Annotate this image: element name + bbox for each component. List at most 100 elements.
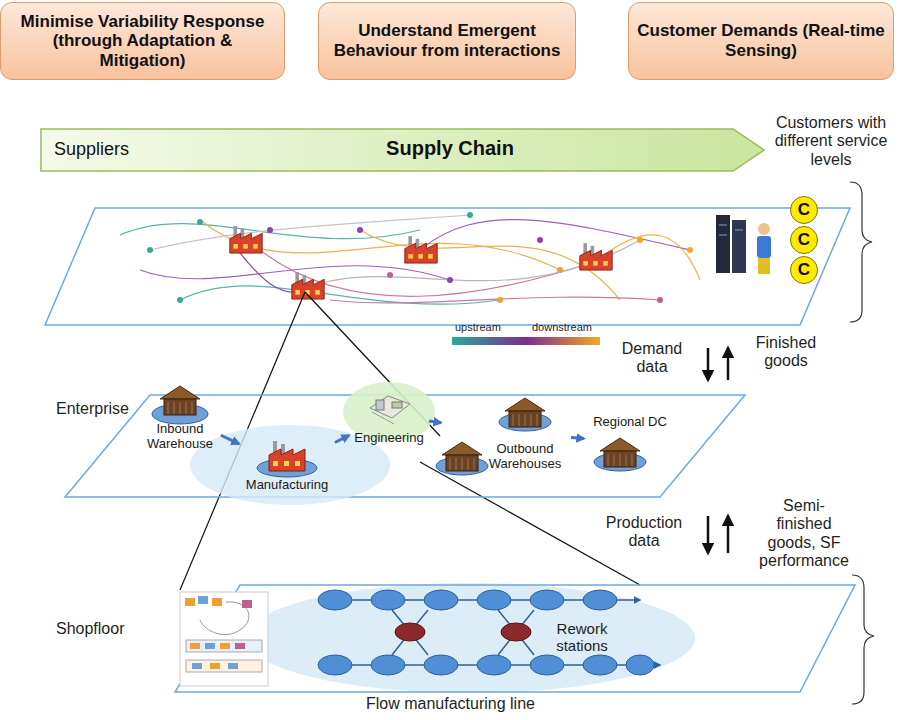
illustration-shape	[392, 402, 402, 408]
illustration-shape	[583, 655, 617, 675]
illustration-shape	[732, 220, 746, 273]
illustration-shape	[150, 215, 470, 250]
node-text: C	[798, 230, 810, 250]
illustration-shape	[757, 236, 771, 258]
illustration-shape	[177, 297, 183, 303]
goal-box: Minimise Variability Response (through A…	[0, 2, 285, 80]
customer-circle: C	[790, 226, 818, 254]
illustration-shape	[200, 602, 249, 635]
illustration-shape	[220, 643, 230, 649]
gradient-label: downstream	[532, 321, 592, 334]
illustration-shape	[205, 643, 215, 649]
illustration-shape	[537, 237, 543, 243]
supply-chain-plane	[45, 208, 850, 345]
node-text: Inbound Warehouse	[140, 422, 220, 452]
goal-box: Customer Demands (Real-time Sensing)	[628, 2, 894, 80]
illustration-shape	[637, 237, 643, 243]
illustration-shape	[405, 236, 437, 263]
illustration-shape	[120, 215, 700, 304]
illustration-shape	[424, 655, 458, 675]
illustration-shape	[197, 219, 203, 225]
illustration-shape	[186, 640, 262, 652]
illustration-shape	[727, 516, 730, 553]
site-node: Manufacturing	[240, 440, 334, 493]
layer-name: Enterprise	[56, 400, 129, 418]
illustration-shape	[371, 590, 405, 610]
flow-label: Demand data	[608, 340, 696, 377]
illustration-shape	[185, 598, 195, 606]
flow-label: Production data	[596, 514, 692, 551]
illustration-shape	[707, 516, 710, 553]
illustration-shape	[45, 208, 850, 325]
illustration-shape	[395, 623, 425, 641]
arrow-shape	[41, 129, 764, 171]
illustration-shape	[140, 266, 450, 280]
illustration-shape	[269, 441, 305, 471]
illustration-shape	[200, 220, 560, 270]
illustration-shape	[245, 583, 695, 693]
node-text: Engineering	[350, 431, 428, 446]
goal-box: Understand Emergent Behaviour from inter…	[318, 2, 576, 80]
node-text: C	[798, 200, 810, 220]
node-text: Manufacturing	[240, 478, 334, 493]
illustration-shape	[758, 258, 770, 274]
illustration-shape	[477, 590, 511, 610]
part-label: Flow manufacturing line	[366, 695, 535, 713]
illustration-shape	[230, 226, 262, 253]
illustration-shape	[530, 655, 564, 675]
illustration-shape	[235, 643, 245, 649]
illustration-shape	[477, 655, 511, 675]
zoom-lines	[180, 292, 640, 590]
illustration-shape	[242, 600, 252, 608]
illustration-shape	[376, 400, 384, 410]
illustration-shape	[387, 272, 393, 278]
illustration-shape	[501, 623, 531, 641]
enterprise-plane	[65, 382, 745, 505]
illustration-shape	[318, 590, 352, 610]
flow-arrows	[708, 348, 728, 553]
illustration-shape	[330, 297, 660, 303]
illustration-shape	[735, 230, 743, 231]
illustration-shape	[160, 386, 200, 415]
illustration-shape	[727, 348, 730, 380]
illustration-shape	[424, 590, 458, 610]
illustration-shape	[467, 212, 473, 218]
brackets	[850, 182, 874, 704]
illustration-shape	[657, 297, 663, 303]
shopfloor-plane	[175, 583, 855, 693]
illustration-shape	[210, 663, 220, 669]
illustration-shape	[318, 590, 654, 675]
illustration-shape	[850, 182, 872, 322]
illustration-shape	[442, 442, 482, 471]
illustration-shape	[758, 223, 770, 235]
illustration-shape	[452, 337, 600, 345]
illustration-shape	[185, 596, 262, 672]
illustration-shape	[267, 227, 273, 233]
customer-circle: C	[790, 196, 818, 224]
illustration-shape	[357, 227, 363, 233]
illustration-shape	[120, 224, 420, 239]
node-text: Minimise Variability Response (through A…	[9, 12, 276, 71]
gradient-label: upstream	[455, 321, 501, 334]
site-node: Regional DC	[585, 415, 675, 470]
illustration-shape	[318, 655, 352, 675]
illustration-shape	[719, 225, 727, 226]
site-node: Engineering	[350, 385, 428, 446]
illustration-shape	[557, 267, 563, 273]
illustration-shape	[505, 398, 545, 427]
customers-note: Customers with different service levels	[768, 114, 894, 169]
illustration-shape	[228, 663, 238, 669]
node-text: Understand Emergent Behaviour from inter…	[327, 21, 567, 60]
flow-arrow	[221, 435, 239, 444]
illustration-shape	[707, 348, 710, 380]
illustration-shape	[180, 592, 268, 686]
illustration-shape	[600, 438, 640, 467]
illustration-shape	[212, 598, 222, 606]
node-text: C	[798, 260, 810, 280]
part-label: Rework stations	[546, 620, 618, 655]
illustration-shape	[530, 590, 564, 610]
illustration-shape	[147, 247, 153, 253]
illustration-shape	[497, 297, 503, 303]
band-text: Suppliers	[54, 139, 129, 160]
illustration-shape	[371, 655, 405, 675]
